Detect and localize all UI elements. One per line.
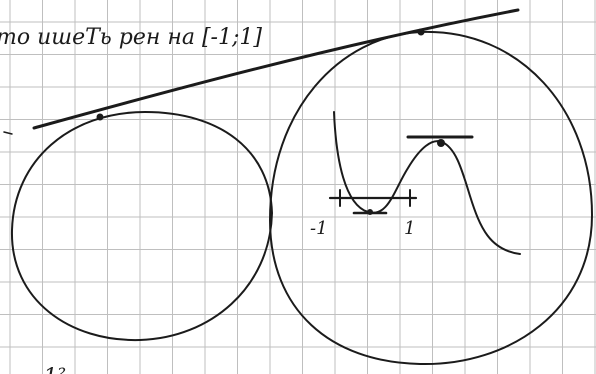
- interval-right-label: 1: [404, 218, 415, 239]
- interval-left-label: -1: [310, 218, 328, 239]
- function-curve-sketch: [333, 111, 521, 255]
- left-margin-mark: [3, 131, 13, 135]
- right-circle: [269, 30, 593, 366]
- bottom-partial-label: -1²: [36, 365, 66, 374]
- minimum-point: [367, 209, 373, 215]
- maximum-point: [437, 139, 445, 147]
- handwritten-heading: mo ишеТь рен на [-1;1]: [0, 25, 262, 50]
- common-tangent-line: [32, 8, 520, 130]
- left-circle: [10, 111, 273, 342]
